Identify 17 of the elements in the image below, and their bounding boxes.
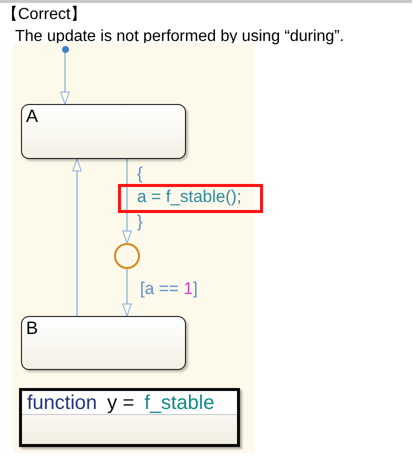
function-keyword: function bbox=[27, 392, 98, 414]
state-name: A bbox=[26, 106, 38, 127]
action-code: a = f_stable(); bbox=[137, 188, 242, 205]
edge-label: [a == 1] bbox=[140, 279, 198, 299]
title-text: 【Correct】 bbox=[2, 5, 86, 24]
state-box bbox=[21, 104, 186, 159]
transition-arrow bbox=[60, 52, 70, 104]
function-box bbox=[19, 388, 240, 447]
transition-arrow bbox=[72, 158, 82, 316]
transition-arrow bbox=[122, 269, 132, 316]
function-name: f_stable bbox=[144, 392, 214, 414]
transition-arrow bbox=[122, 159, 132, 244]
output-variable: y = bbox=[107, 392, 134, 414]
state-box bbox=[21, 316, 186, 370]
open-brace: { bbox=[137, 165, 143, 182]
state-name: B bbox=[26, 318, 38, 339]
close-brace: } bbox=[137, 213, 143, 230]
